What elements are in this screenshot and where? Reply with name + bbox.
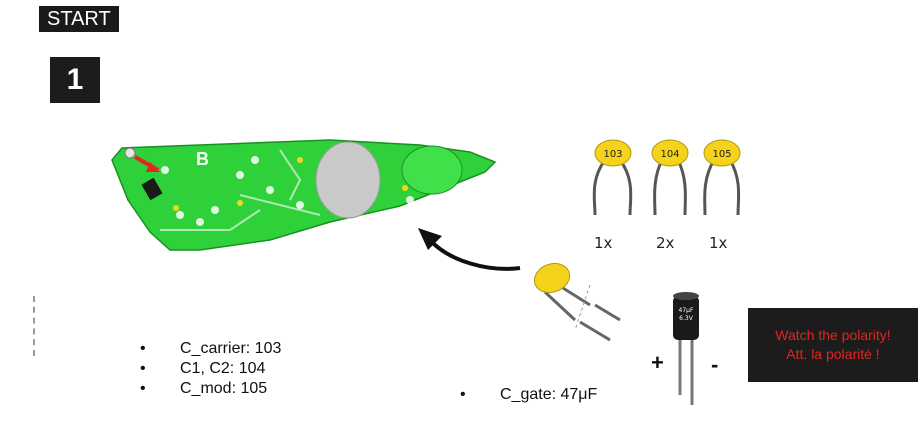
pcb-board: B: [111, 139, 497, 251]
plus-sign: +: [651, 350, 664, 375]
gate-item: •C_gate: 47μF: [460, 386, 598, 403]
capacitor-list: •C_carrier: 103 •C1, C2: 104 •C_mod: 105: [140, 339, 281, 399]
step-number-badge: 1: [50, 57, 100, 103]
electrolytic-voltage: 6.3V: [679, 315, 694, 322]
start-label: START: [39, 6, 119, 32]
board-marking: B: [196, 149, 209, 169]
electrolytic-value: 47μF: [679, 307, 694, 314]
ceramic-capacitor-insert: [533, 262, 621, 342]
capacitor-105: 105: [703, 139, 741, 216]
qty-104: 2x: [656, 234, 675, 252]
insert-arrow: [418, 228, 521, 271]
electrolytic-capacitor: 47μF 6.3V: [673, 292, 699, 405]
list-item: •C_carrier: 103: [140, 340, 282, 357]
capacitor-105-code: 105: [712, 149, 731, 160]
warning-line-en: Watch the polarity!: [775, 327, 891, 343]
capacitor-103-code: 103: [603, 149, 622, 160]
capacitor-104-code: 104: [660, 149, 679, 160]
warning-line-fr: Att. la polarité !: [786, 346, 880, 362]
polarity-warning: Watch the polarity! Att. la polarité !: [748, 308, 918, 382]
page-edge-dash: [33, 296, 37, 356]
qty-105: 1x: [709, 234, 728, 252]
qty-103: 1x: [594, 234, 613, 252]
capacitor-104: 104: [651, 139, 689, 216]
capacitor-103: 103: [592, 139, 633, 216]
transistor-part: [141, 177, 163, 201]
speaker-pad: [315, 141, 381, 219]
list-item: •C1, C2: 104: [140, 360, 266, 377]
list-item: •C_mod: 105: [140, 380, 268, 397]
minus-sign: -: [711, 352, 719, 377]
